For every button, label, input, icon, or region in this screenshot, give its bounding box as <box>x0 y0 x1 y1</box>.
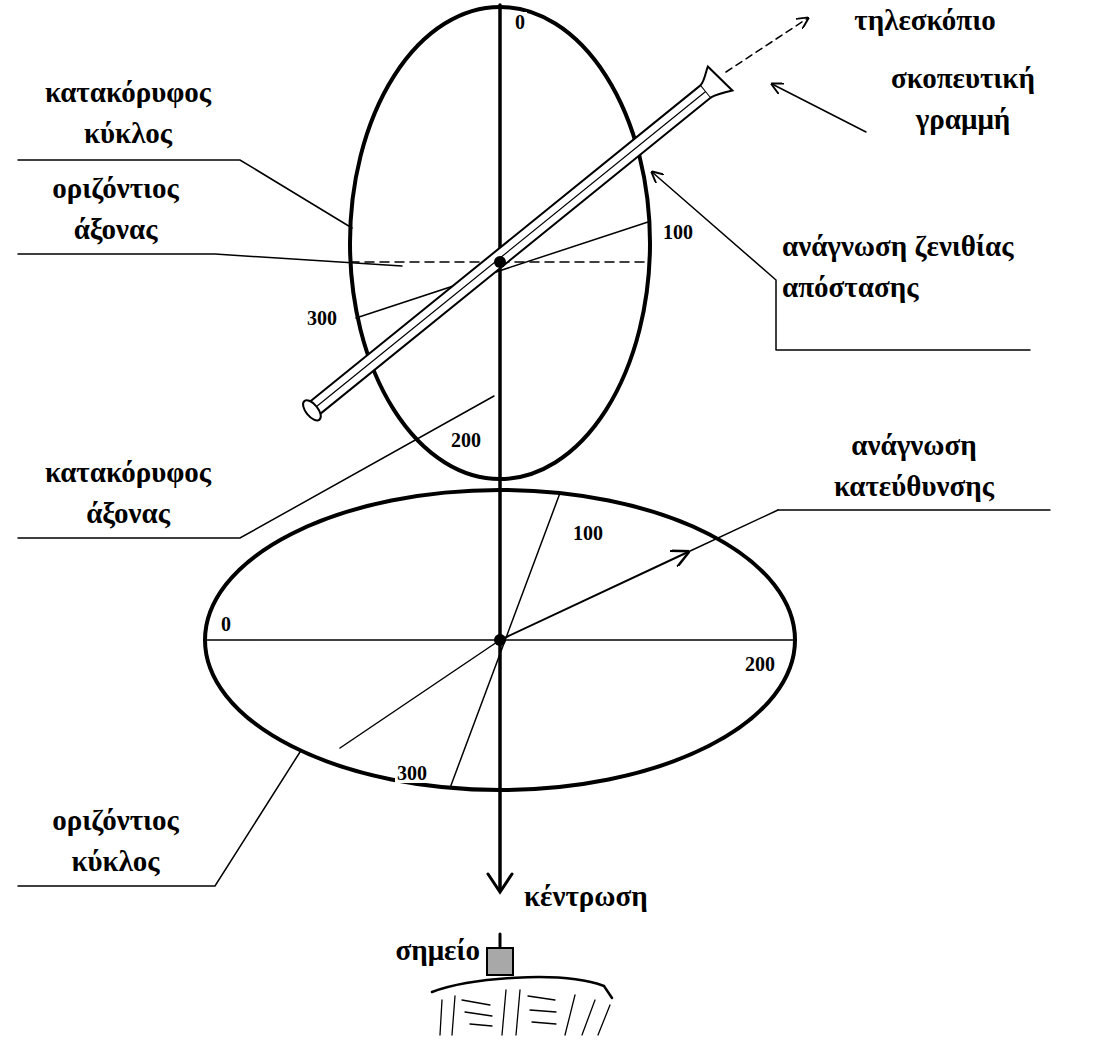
part-label: ανάγνωση κατεύθυνσης <box>776 425 1052 506</box>
part-label: ανάγνωση ζενιθίας απόστασης <box>782 226 1044 307</box>
axis-arrowhead <box>488 874 512 892</box>
scale-number: 0 <box>513 12 527 32</box>
leader-line <box>772 84 866 132</box>
scale-number: 200 <box>449 430 483 450</box>
scale-number: 300 <box>305 308 339 328</box>
part-label: οριζόντιος άξονας <box>8 168 223 249</box>
leader-line <box>18 254 402 266</box>
graduation-line <box>450 493 560 788</box>
reading-line <box>356 222 648 318</box>
telescope <box>296 64 732 426</box>
scale-number: 300 <box>395 763 429 783</box>
ground-hatch <box>440 990 610 1035</box>
pivot-dot <box>494 256 506 268</box>
part-label: σημείο <box>370 930 480 971</box>
scale-number: 0 <box>219 614 233 634</box>
part-label: κατακόρυφος κύκλος <box>8 72 248 153</box>
point-pin <box>499 934 502 948</box>
vertical-axis <box>498 5 502 890</box>
part-label: τηλεσκόπιο <box>835 0 1015 41</box>
scale-number: 100 <box>571 523 605 543</box>
scale-number: 200 <box>743 654 777 674</box>
pivot-dot <box>494 634 506 646</box>
scale-number: 100 <box>661 222 695 242</box>
part-label: κατακόρυφος άξονας <box>8 452 248 533</box>
line-of-sight <box>726 18 808 72</box>
part-label: κέντρωση <box>524 876 724 917</box>
direction-arrow <box>500 552 688 640</box>
leader-line <box>778 509 1050 511</box>
part-label: σκοπευτική γραμμή <box>848 58 1078 139</box>
direction-line <box>340 640 500 748</box>
part-label: οριζόντιος κύκλος <box>8 800 223 881</box>
ground-surface <box>432 977 612 998</box>
leader-line <box>688 510 778 552</box>
point-marker <box>487 948 513 975</box>
